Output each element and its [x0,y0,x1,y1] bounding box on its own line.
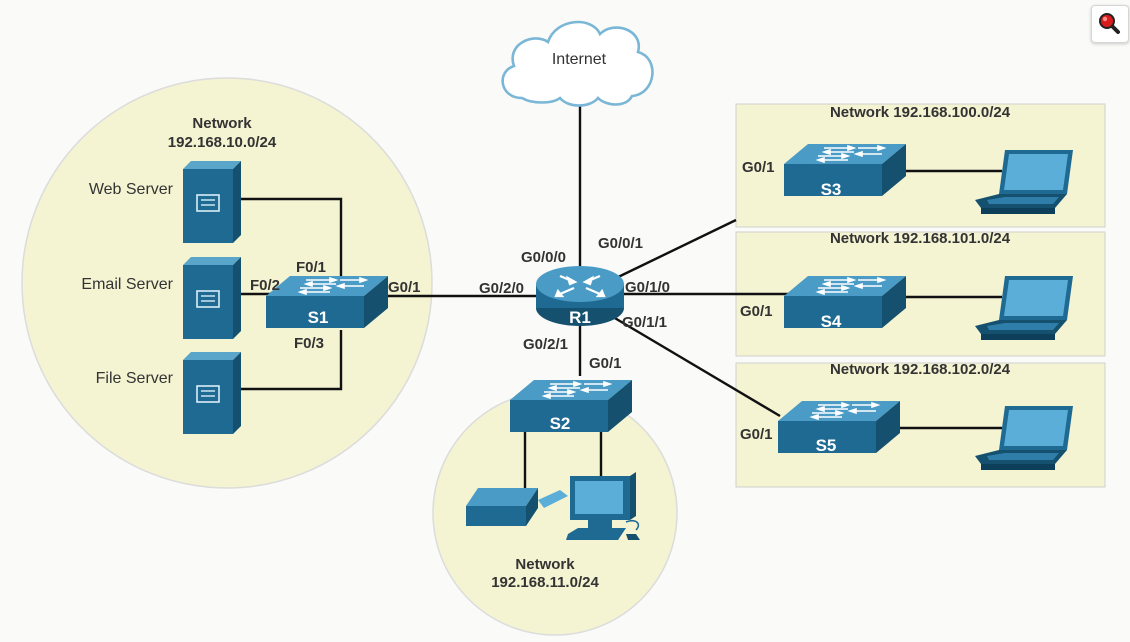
switch-s1-label: S1 [308,308,329,327]
port-r1-g011: G0/1/1 [622,314,667,331]
switch-s2: S2 [509,379,633,433]
port-s3-g01: G0/1 [742,159,775,176]
port-r1-g020: G0/2/0 [479,280,524,297]
switch-s1: S1 [265,275,389,329]
network-10-title: Network [192,115,252,132]
router-r1-label: R1 [569,308,591,327]
network-102-label: Network 192.168.102.0/24 [830,361,1011,378]
port-r1-g021: G0/2/1 [523,336,568,353]
file-server-label: File Server [96,370,174,387]
magnifier-icon [1099,13,1120,34]
switch-s3: S3 [783,143,907,199]
email-server-icon [182,256,242,340]
port-s4-g01: G0/1 [740,303,773,320]
internet-label: Internet [552,51,607,68]
printer-icon [466,488,568,526]
switch-s3-label: S3 [821,180,842,199]
web-server-icon [182,160,242,244]
connection-lines [240,100,1002,488]
email-server-label: Email Server [81,276,173,293]
port-s1-f02: F0/2 [250,277,280,294]
web-server-label: Web Server [89,181,174,198]
router-r1: R1 [536,266,624,327]
desktop-pc-icon [566,472,640,540]
port-s1-g01: G0/1 [388,279,421,296]
network-101-label: Network 192.168.101.0/24 [830,230,1011,247]
port-r1-g010: G0/1/0 [625,279,670,296]
network-100-label: Network 192.168.100.0/24 [830,104,1011,121]
port-s1-f03: F0/3 [294,335,324,352]
port-r1-g000: G0/0/0 [521,249,566,266]
port-s2-g01: G0/1 [589,355,622,372]
internet-cloud: Internet [501,20,654,107]
port-s5-g01: G0/1 [740,426,773,443]
network-11-subnet: 192.168.11.0/24 [491,574,599,591]
port-s1-f01: F0/1 [296,259,326,276]
switch-s2-label: S2 [550,414,571,433]
switch-s5-label: S5 [816,436,837,455]
file-server-icon [182,351,242,435]
port-r1-g001: G0/0/1 [598,235,643,252]
zoom-button[interactable] [1091,5,1129,43]
switch-s5: S5 [777,400,901,455]
switch-s4-label: S4 [821,312,842,331]
switch-s4: S4 [783,275,907,331]
network-11-title: Network [515,556,575,573]
network-10-subnet: 192.168.10.0/24 [168,134,277,151]
